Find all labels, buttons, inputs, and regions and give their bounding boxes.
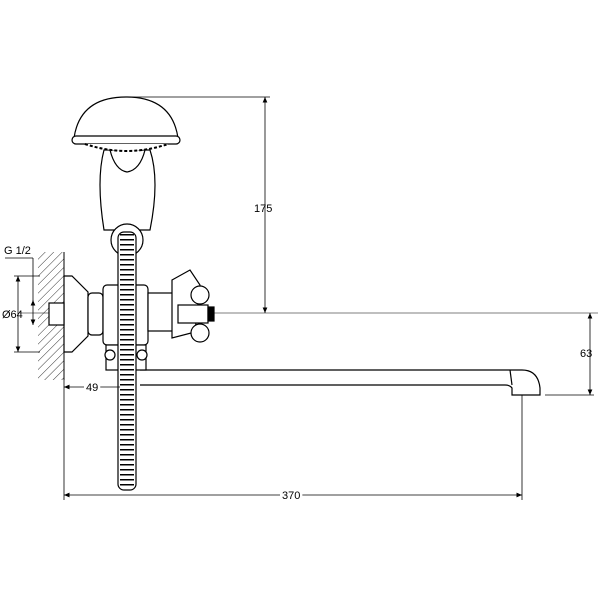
dim-spout-length: 370 bbox=[282, 490, 300, 502]
dim-wall-offset: 49 bbox=[86, 382, 98, 394]
label-background bbox=[84, 382, 101, 394]
dim-shower-height: 175 bbox=[254, 203, 272, 215]
spout bbox=[140, 369, 541, 396]
dim-spout-height: 63 bbox=[580, 348, 592, 360]
label-background bbox=[280, 490, 303, 502]
dim-flange-diameter: Ø64 bbox=[2, 309, 23, 321]
dim-thread: G 1/2 bbox=[4, 245, 31, 257]
shower-hose bbox=[117, 231, 137, 491]
